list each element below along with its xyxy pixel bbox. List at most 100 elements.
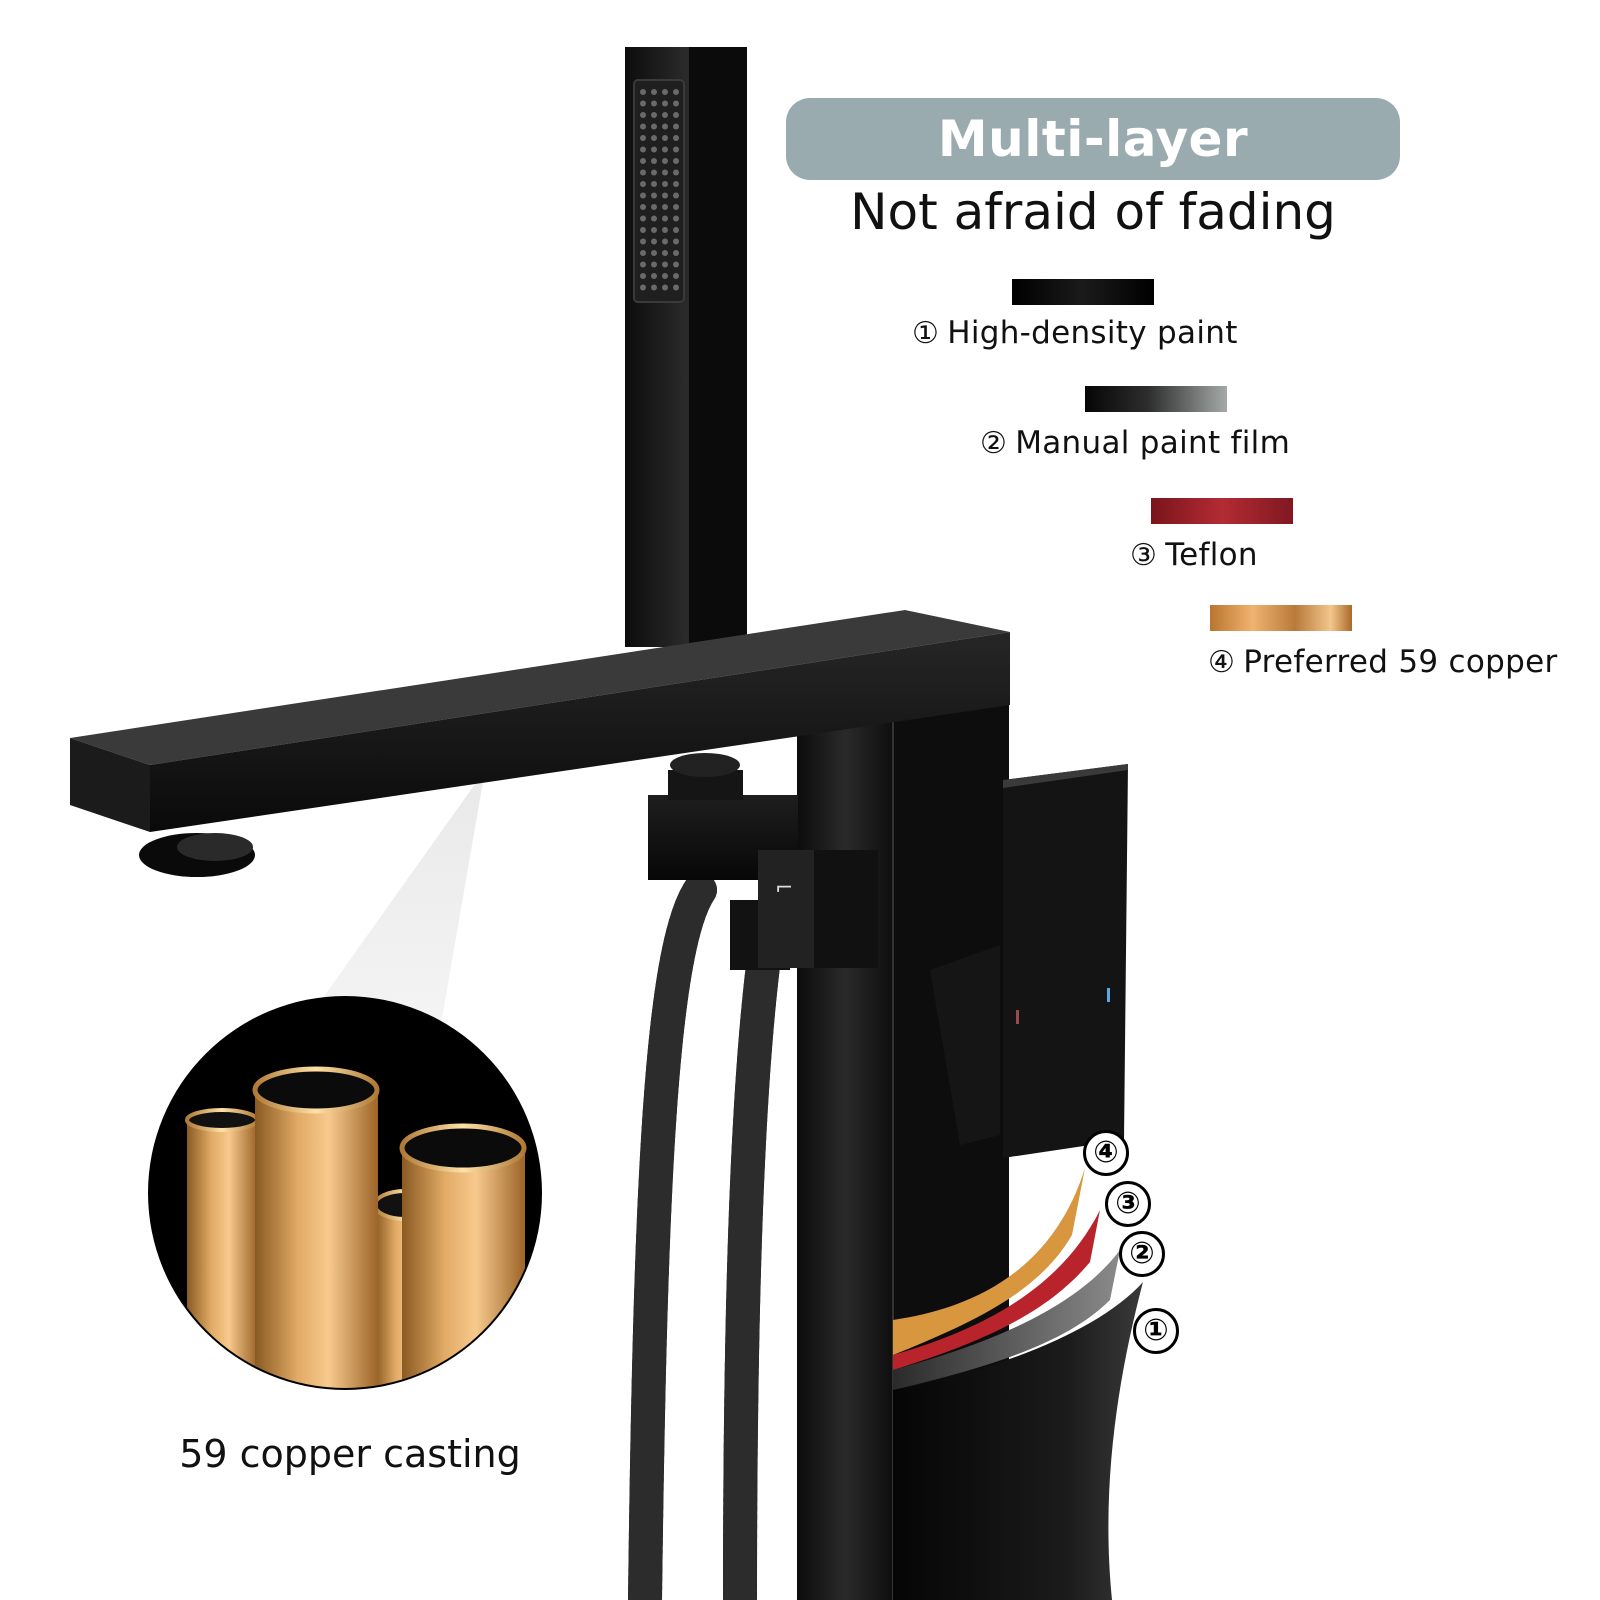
nozzle-dot <box>640 250 646 256</box>
nozzle-dot <box>651 158 657 164</box>
layer-number: ① <box>912 316 940 351</box>
nozzle-dot <box>651 261 657 268</box>
nozzle-dot <box>662 89 668 95</box>
nozzle-dot <box>640 273 646 279</box>
nozzle-dot <box>640 227 646 233</box>
hand-shower <box>625 47 747 647</box>
layer-text: Preferred 59 copper <box>1243 644 1558 680</box>
nozzle-dot <box>662 112 668 118</box>
nozzle-dot <box>673 158 679 164</box>
layer-number: ④ <box>1208 645 1236 680</box>
nozzle-dot <box>640 89 646 95</box>
nozzle-dot <box>651 169 657 176</box>
swatch-manual-paint-film <box>1085 386 1227 412</box>
nozzle-dot <box>673 215 679 222</box>
nozzle-dot <box>651 112 657 118</box>
nozzle-dot <box>640 261 646 268</box>
nozzle-dot <box>662 227 668 233</box>
nozzle-dot <box>662 146 668 153</box>
nozzle-dot <box>673 146 679 153</box>
nozzle-dot <box>662 238 668 245</box>
layer-peel <box>893 1168 1143 1600</box>
layer-marker-3: ③ <box>1105 1181 1151 1227</box>
nozzle-dot <box>662 215 668 222</box>
nozzle-dot <box>662 250 668 256</box>
nozzle-dot <box>651 89 657 95</box>
layer-marker-4: ④ <box>1083 1130 1129 1176</box>
layer-marker-1: ① <box>1133 1308 1179 1354</box>
layer-text: Teflon <box>1165 537 1258 573</box>
nozzle-dot <box>673 284 679 291</box>
mixer-handle <box>930 764 1128 1158</box>
nozzle-dot <box>673 123 679 130</box>
nozzle-dot <box>640 158 646 164</box>
nozzle-dot <box>640 181 646 187</box>
heading-title: Multi-layer protection <box>786 98 1400 250</box>
nozzle-dot <box>651 181 657 187</box>
nozzle-dot <box>651 123 657 130</box>
nozzle-dot <box>662 192 668 199</box>
layer-number: ② <box>980 426 1008 461</box>
nozzle-dot <box>662 181 668 187</box>
nozzle-dot <box>651 215 657 222</box>
nozzle-dot <box>651 238 657 245</box>
nozzle-dot <box>651 250 657 256</box>
nozzle-dot <box>640 100 646 107</box>
diverter: ⌐ <box>648 753 878 970</box>
nozzle-dot <box>662 100 668 107</box>
nozzle-dot <box>662 261 668 268</box>
nozzle-dot <box>640 204 646 210</box>
layer-text: Manual paint film <box>1015 425 1291 461</box>
swatch-teflon <box>1151 498 1293 524</box>
nozzle-dot <box>673 227 679 233</box>
nozzle-dot <box>651 273 657 279</box>
nozzle-dot <box>640 135 646 141</box>
nozzle-dot <box>673 112 679 118</box>
nozzle-dot <box>640 238 646 245</box>
nozzle-dot <box>673 135 679 141</box>
nozzle-dot <box>662 123 668 130</box>
nozzle-dot <box>651 284 657 291</box>
nozzle-dot <box>651 100 657 107</box>
nozzle-dot <box>640 215 646 222</box>
nozzle-dot <box>662 284 668 291</box>
nozzle-dot <box>651 192 657 199</box>
nozzle-dot <box>651 227 657 233</box>
nozzle-dot <box>673 192 679 199</box>
nozzle-dot <box>640 192 646 199</box>
inset-caption: 59 copper casting <box>179 1432 521 1476</box>
swatch-high-density-paint <box>1012 279 1154 305</box>
zoom-callout <box>300 770 485 1030</box>
nozzle-dot <box>640 169 646 176</box>
nozzle-dot <box>640 112 646 118</box>
nozzle-dot <box>651 204 657 210</box>
nozzle-dot <box>673 181 679 187</box>
nozzle-dot <box>651 146 657 153</box>
heading-subtitle: Not afraid of fading <box>850 183 1336 241</box>
nozzle-dot <box>662 135 668 141</box>
layer-number: ③ <box>1130 538 1158 573</box>
faucet-spout <box>70 610 1010 877</box>
shower-hose <box>628 873 782 1600</box>
nozzle-dot <box>662 273 668 279</box>
nozzle-dot <box>662 204 668 210</box>
layer-marker-2: ② <box>1119 1231 1165 1277</box>
nozzle-dot <box>673 238 679 245</box>
shower-nozzle-grid <box>640 89 679 291</box>
nozzle-dot <box>673 89 679 95</box>
nozzle-dot <box>662 158 668 164</box>
nozzle-dot <box>651 135 657 141</box>
copper-inset <box>148 996 542 1390</box>
layer-text: High-density paint <box>947 315 1238 351</box>
nozzle-dot <box>673 169 679 176</box>
nozzle-dot <box>673 273 679 279</box>
swatch-copper <box>1210 605 1352 631</box>
svg-text:⌐: ⌐ <box>775 876 793 901</box>
nozzle-dot <box>662 169 668 176</box>
nozzle-dot <box>640 123 646 130</box>
